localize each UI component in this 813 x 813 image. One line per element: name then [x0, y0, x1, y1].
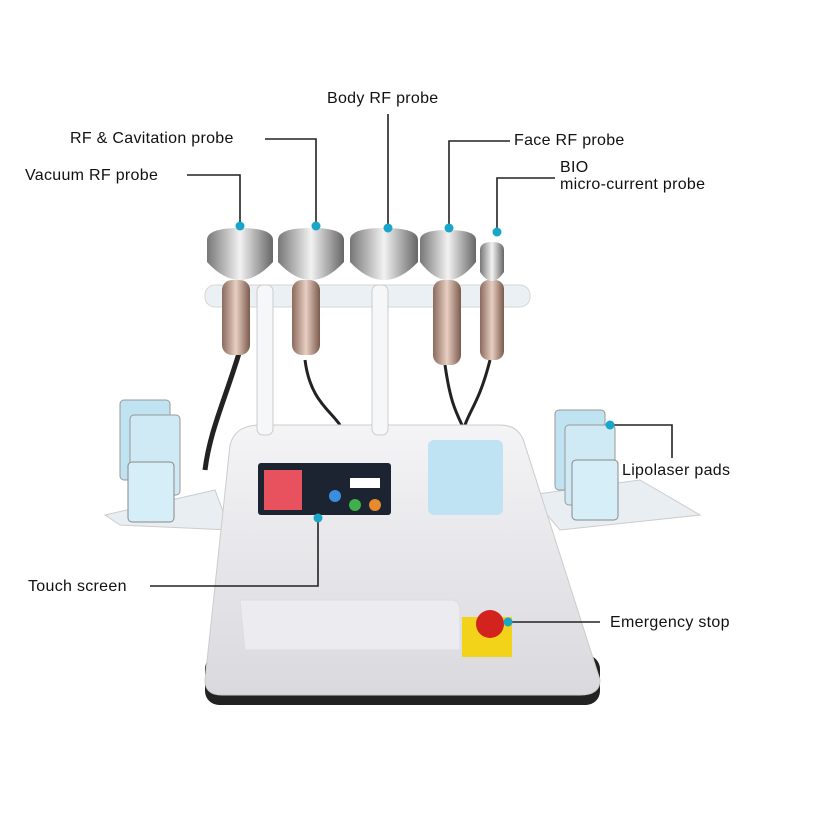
- left-pad-tray: [103, 399, 231, 531]
- callout-dots: [235, 221, 615, 627]
- label-emergency-stop: Emergency stop: [610, 614, 730, 631]
- logo-panel: [428, 440, 503, 515]
- emergency-stop-button[interactable]: [476, 610, 504, 638]
- label-rf-cavitation-probe: RF & Cavitation probe: [70, 130, 234, 147]
- label-bio-probe-line2: micro-current probe: [560, 176, 706, 193]
- label-face-rf-probe: Face RF probe: [514, 132, 625, 149]
- label-vacuum-rf-probe: Vacuum RF probe: [25, 167, 159, 184]
- machine-body: [204, 424, 601, 705]
- label-bio-probe-line1: BIO: [560, 159, 589, 176]
- label-touch-screen: Touch screen: [28, 578, 127, 595]
- right-pad-tray: [529, 409, 702, 531]
- label-body-rf-probe: Body RF probe: [327, 90, 439, 107]
- probes: [207, 228, 504, 365]
- callout-lines: [150, 114, 673, 623]
- label-lipolaser-pads: Lipolaser pads: [622, 462, 731, 479]
